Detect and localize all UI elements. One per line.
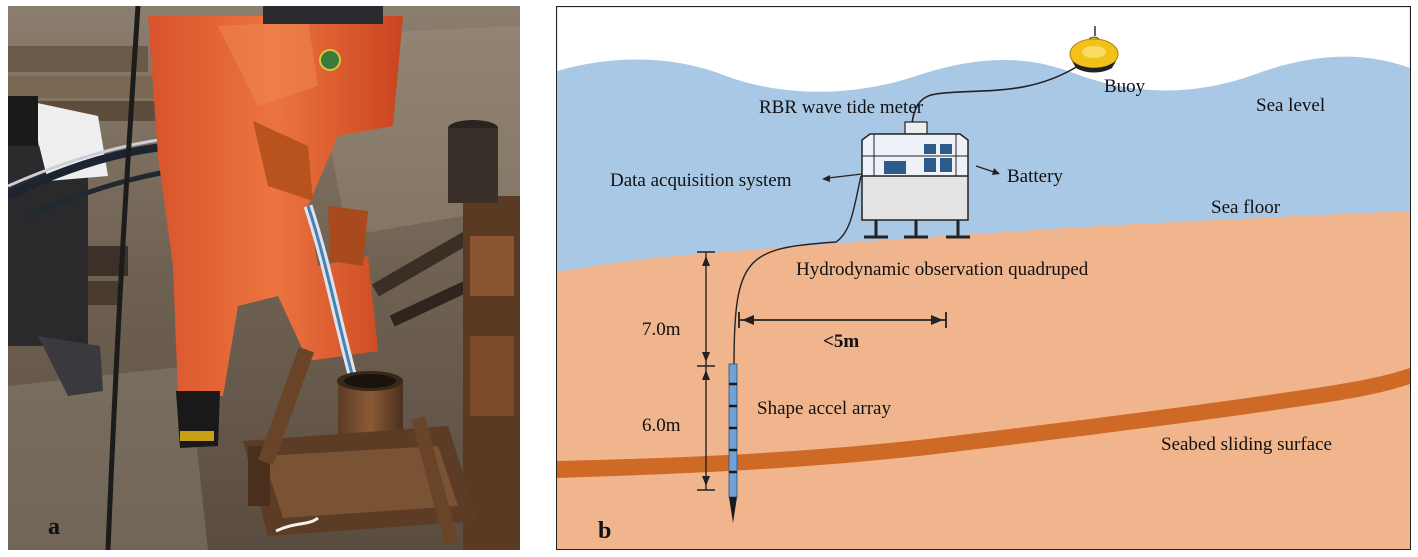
depth-lower-label: 6.0m <box>642 415 681 436</box>
quadruped-label: Hydrodynamic observation quadruped <box>796 259 1089 280</box>
field-photo: a <box>6 5 520 551</box>
shape-accel-array <box>728 363 738 523</box>
sliding-surface-band <box>557 368 1410 478</box>
panel-b-label: b <box>598 518 611 544</box>
rbr-label: RBR wave tide meter <box>759 97 924 118</box>
battery-block <box>884 161 906 174</box>
buoy-label: Buoy <box>1104 76 1146 97</box>
rbr-meter-box <box>904 121 928 135</box>
rusty-base-frame <box>243 346 478 546</box>
array-cable <box>733 175 862 367</box>
daq-arrow <box>827 173 863 179</box>
sea-floor-label: Sea floor <box>1211 197 1281 218</box>
battery-arrow <box>975 165 995 173</box>
sea-level-label: Sea level <box>1256 95 1325 116</box>
steel-wire <box>105 5 141 551</box>
daq-label: Data acquisition system <box>610 170 792 191</box>
quadruped-station <box>861 121 970 239</box>
buoy <box>1069 26 1119 73</box>
panel-a-label: a <box>48 514 60 540</box>
sliding-surface-label: Seabed sliding surface <box>1161 434 1332 455</box>
battery-label: Battery <box>1007 166 1063 187</box>
buoy-cable <box>911 65 1079 125</box>
distance-label: <5m <box>823 331 859 352</box>
depth-dimension <box>697 251 715 491</box>
depth-upper-label: 7.0m <box>642 319 681 340</box>
array-label: Shape accel array <box>757 398 891 419</box>
schematic-diagram: Buoy RBR wave tide meter Sea level Data … <box>555 5 1412 551</box>
distance-dimension <box>738 312 947 328</box>
daq-housing <box>861 175 969 221</box>
schematic-drawing: Buoy RBR wave tide meter Sea level Data … <box>555 5 1412 551</box>
sea-water <box>557 56 1410 272</box>
field-photo-drawing: a <box>6 5 520 551</box>
orange-worker <box>148 6 403 448</box>
